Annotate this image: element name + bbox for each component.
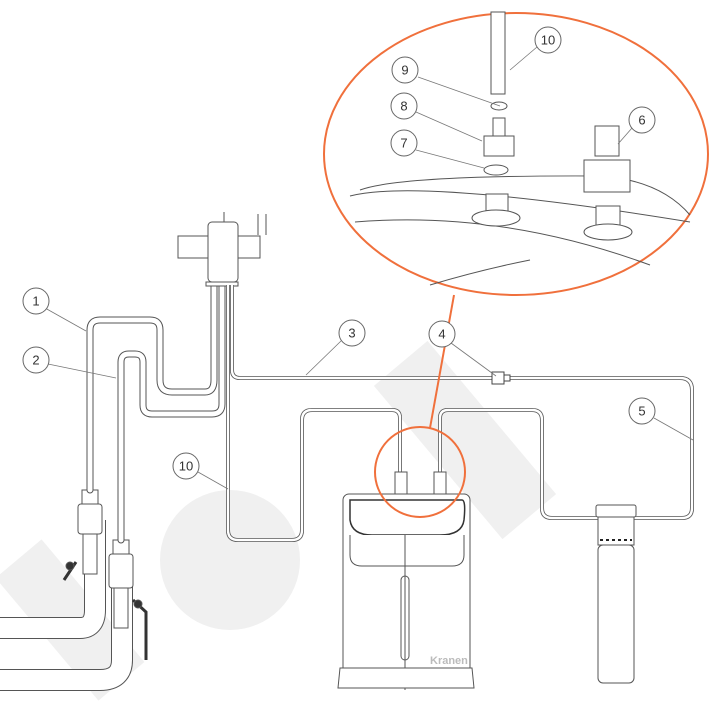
callout-9: 9 [391, 56, 419, 84]
callout-4: 4 [428, 320, 456, 348]
main-water-pipes [0, 520, 133, 691]
brand-label: Kranen [430, 655, 468, 667]
shutoff-valve-2 [108, 539, 148, 660]
callout-5: 5 [628, 397, 656, 425]
callout-10-main: 10 [172, 452, 200, 480]
callout-6: 6 [628, 106, 656, 134]
callout-number: 4 [438, 327, 445, 342]
callout-number: 10 [541, 33, 555, 48]
callout-1: 1 [22, 287, 50, 315]
callout-number: 1 [32, 294, 39, 309]
hose-1 [86, 281, 218, 494]
callout-number: 2 [32, 353, 39, 368]
detail-source-circle [374, 426, 466, 518]
detail-ellipse [323, 12, 709, 296]
callout-number: 5 [638, 404, 645, 419]
hose-2 [117, 281, 226, 544]
callout-number: 9 [401, 63, 408, 78]
detail-link-line [429, 294, 455, 429]
detail-parts [349, 11, 691, 286]
callout-10-detail: 10 [534, 26, 562, 54]
callout-number: 3 [348, 326, 355, 341]
leader-lines [44, 46, 694, 490]
callout-7: 7 [390, 129, 418, 157]
water-filter [595, 504, 637, 684]
tube-10 [226, 285, 402, 542]
shutoff-valve-1 [62, 489, 103, 581]
connector-4 [491, 371, 511, 385]
tube-filter-to-tank [438, 408, 600, 520]
water-tank [337, 471, 475, 690]
callout-8: 8 [390, 92, 418, 120]
faucet-body [177, 212, 267, 287]
callout-number: 6 [638, 113, 645, 128]
callout-number: 7 [400, 136, 407, 151]
callout-2: 2 [22, 346, 50, 374]
callout-number: 10 [179, 459, 193, 474]
callout-number: 8 [400, 99, 407, 114]
tube-3 [230, 285, 694, 520]
callout-3: 3 [338, 319, 366, 347]
